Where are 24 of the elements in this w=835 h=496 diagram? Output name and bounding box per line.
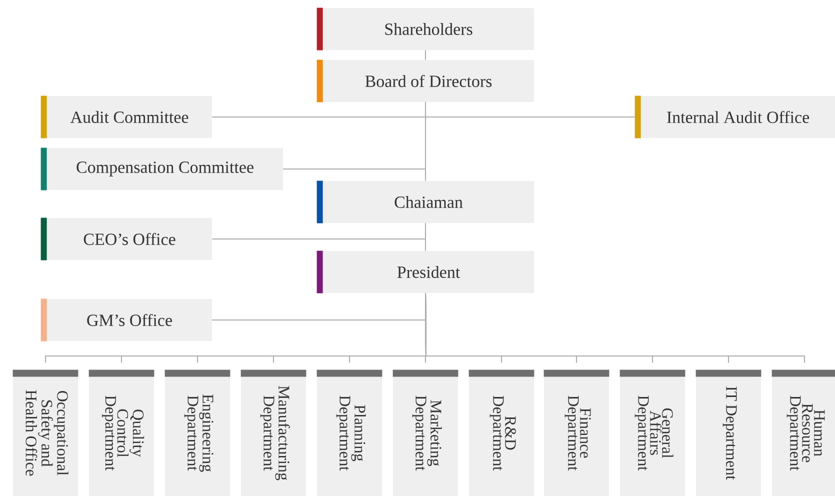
- connector-line: [425, 292, 805, 364]
- department-box: Quality Control Department: [88, 370, 154, 496]
- department-box: Human Resource Department: [772, 370, 835, 496]
- org-box: Shareholders: [316, 8, 534, 50]
- org-box: President: [316, 250, 534, 294]
- department-box: Engineering Department: [164, 370, 230, 496]
- org-box: Board of Directors: [316, 60, 534, 102]
- department-box: IT Department: [696, 370, 762, 496]
- department-box: Occupational Safety and Health Office: [12, 370, 78, 496]
- org-box: Compensation Committee: [40, 148, 283, 190]
- department-box: Finance Department: [544, 370, 610, 496]
- org-box: Audit Committee: [40, 96, 212, 138]
- connector-line: [425, 50, 426, 60]
- department-box: R&D Department: [468, 370, 534, 496]
- department-box: General Affairs Department: [620, 370, 686, 496]
- org-box: Internal Audit Office: [634, 96, 835, 138]
- department-box: Planning Department: [316, 370, 382, 496]
- org-box: CEO’s Office: [40, 218, 212, 260]
- department-box: Manufacturing Department: [240, 370, 306, 496]
- org-box: GM’s Office: [40, 298, 212, 342]
- org-box: Chaiaman: [316, 180, 534, 224]
- department-box: Marketing Department: [392, 370, 458, 496]
- connector-line: [425, 222, 426, 252]
- connector-line: [425, 102, 426, 182]
